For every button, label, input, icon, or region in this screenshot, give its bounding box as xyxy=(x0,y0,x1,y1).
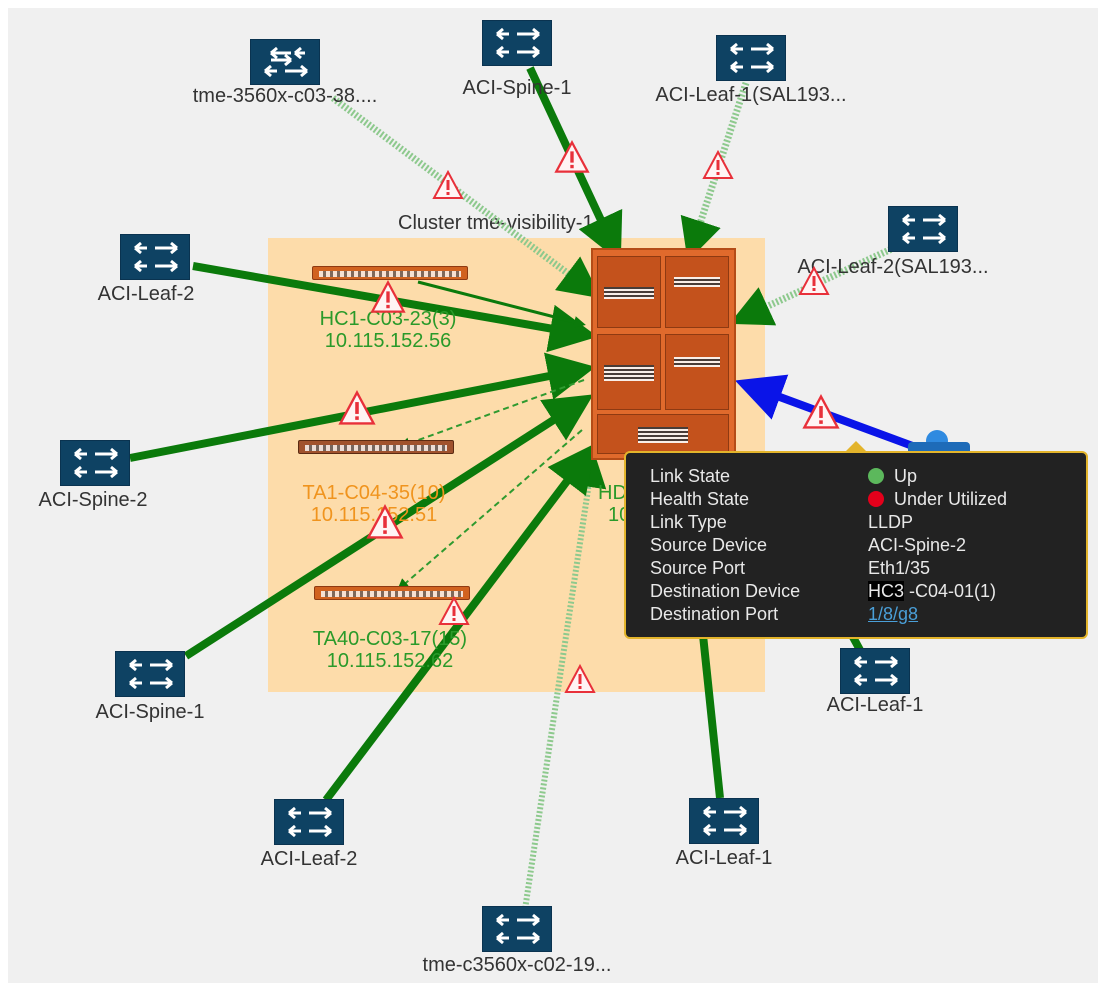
switch-icon xyxy=(716,35,786,81)
tooltip-row-source-device: Source Device ACI-Spine-2 xyxy=(650,534,1007,557)
switch-icon xyxy=(115,651,185,697)
switch-label: ACI-Leaf-2 xyxy=(260,848,358,870)
tooltip-key: Source Port xyxy=(650,558,746,578)
tooltip-value-highlight: HC3 xyxy=(868,581,905,601)
switch-icon xyxy=(482,906,552,952)
device-hd8-chassis[interactable] xyxy=(591,248,736,460)
link-tme-c3560x-c02-to-chassis[interactable] xyxy=(521,451,607,917)
switch-label: ACI-Spine-2 xyxy=(38,489,148,511)
device-ta1-label: TA1-C04-35(10)10.115.152.51 xyxy=(302,482,445,526)
tooltip-row-health-state: Health State Under Utilized xyxy=(650,488,1007,511)
warning-icon[interactable] xyxy=(366,504,404,540)
destination-port-link[interactable]: 1/8/g8 xyxy=(868,604,919,624)
status-dot-green xyxy=(868,468,884,484)
switch-icon xyxy=(689,798,759,844)
device-ta40-appliance[interactable] xyxy=(314,586,470,600)
device-hc1-appliance[interactable] xyxy=(312,266,468,280)
tooltip-row-source-port: Source Port Eth1/35 xyxy=(650,557,1007,580)
warning-icon[interactable] xyxy=(798,266,830,296)
tooltip-key: Destination Device xyxy=(650,581,801,601)
device-hc1-label: HC1-C03-23(3)10.115.152.56 xyxy=(320,308,457,352)
tooltip-key: Link State xyxy=(650,466,731,486)
switch-label: ACI-Leaf-2 xyxy=(97,283,195,305)
switch-icon xyxy=(888,206,958,252)
link-leaf2-bottom-to-chassis[interactable] xyxy=(322,443,596,803)
status-dot-red xyxy=(868,491,884,507)
warning-icon[interactable] xyxy=(338,390,376,426)
link-details-tooltip: Link State Up Health State Under Utilize… xyxy=(624,441,1088,639)
device-ta1-appliance[interactable] xyxy=(298,440,454,454)
tooltip-arrow xyxy=(844,441,868,453)
switch-icon xyxy=(250,39,320,85)
warning-icon[interactable] xyxy=(564,664,596,694)
tooltip-value: Under Utilized xyxy=(894,489,1008,509)
topology-canvas[interactable]: Cluster tme-visibility-1 xyxy=(8,8,1098,983)
warning-icon[interactable] xyxy=(438,596,470,626)
tooltip-value: LLDP xyxy=(868,512,914,532)
switch-label: ACI-Leaf-1 xyxy=(675,847,773,869)
tooltip-key: Source Device xyxy=(650,535,768,555)
link-chassis-to-ta40[interactable] xyxy=(396,429,583,591)
device-ta1-ip: 10.115.152.51 xyxy=(310,504,438,526)
link-details-table: Link State Up Health State Under Utilize… xyxy=(650,465,1007,626)
tooltip-row-destination-port: Destination Port 1/8/g8 xyxy=(650,603,1007,626)
device-hc1-name: HC1-C03-23(3) xyxy=(319,308,457,330)
link-chassis-to-ta1[interactable] xyxy=(398,379,585,449)
tooltip-value: ACI-Spine-2 xyxy=(868,535,967,555)
tooltip-key: Destination Port xyxy=(650,604,779,624)
device-hc1-ip: 10.115.152.56 xyxy=(324,330,452,352)
switch-icon xyxy=(120,234,190,280)
switch-label: ACI-Leaf-1 xyxy=(826,694,924,716)
device-ta1-name: TA1-C04-35(10) xyxy=(302,482,446,504)
warning-icon[interactable] xyxy=(554,140,590,174)
tooltip-value: Up xyxy=(894,466,918,486)
switch-label: tme-3560x-c03-38.... xyxy=(192,85,378,107)
device-ta40-ip: 10.115.152.62 xyxy=(326,650,454,672)
device-ta40-name: TA40-C03-17(15) xyxy=(312,628,468,650)
switch-icon xyxy=(274,799,344,845)
tooltip-value: -C04-01(1) xyxy=(904,581,997,601)
switch-label: ACI-Spine-1 xyxy=(95,701,205,723)
switch-label: ACI-Leaf-1(SAL193... xyxy=(655,84,847,106)
tooltip-row-link-state: Link State Up xyxy=(650,465,1007,488)
tooltip-row-destination-device: Destination Device HC3 -C04-01(1) xyxy=(650,580,1007,603)
warning-icon[interactable] xyxy=(432,170,464,200)
switch-icon xyxy=(60,440,130,486)
switch-label: tme-c3560x-c02-19... xyxy=(422,954,612,976)
tooltip-value: Eth1/35 xyxy=(868,558,931,578)
switch-label: ACI-Spine-1 xyxy=(462,77,572,99)
link-leaf1-sal-to-chassis[interactable] xyxy=(680,81,750,262)
link-selected-spine2-to-hc3[interactable] xyxy=(734,374,920,452)
tooltip-key: Health State xyxy=(650,489,750,509)
switch-icon xyxy=(840,648,910,694)
link-tme3560x-c03-to-chassis[interactable] xyxy=(330,95,602,299)
tooltip-row-link-type: Link Type LLDP xyxy=(650,511,1007,534)
device-ta40-label: TA40-C03-17(15)10.115.152.62 xyxy=(313,628,467,672)
warning-icon[interactable] xyxy=(802,394,840,430)
switch-icon xyxy=(482,20,552,66)
warning-icon[interactable] xyxy=(370,280,406,314)
link-hc1-to-chassis[interactable] xyxy=(417,280,586,328)
tooltip-key: Link Type xyxy=(650,512,727,532)
switch-label: ACI-Leaf-2(SAL193... xyxy=(797,256,989,278)
warning-icon[interactable] xyxy=(702,150,734,180)
